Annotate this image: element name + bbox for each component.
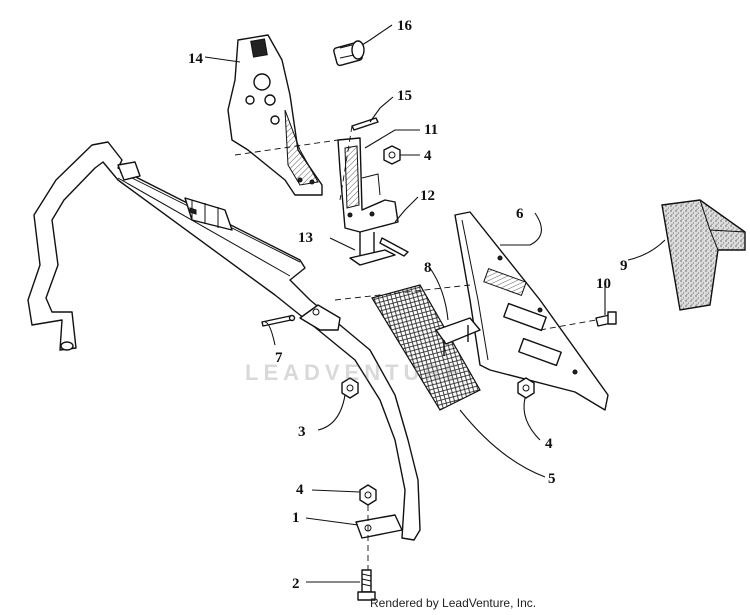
bolt-10 <box>595 311 617 327</box>
callout-3: 3 <box>298 424 306 440</box>
callout-12: 12 <box>420 188 435 204</box>
bolt-2 <box>357 569 376 601</box>
callout-1: 1 <box>292 510 300 526</box>
callout-14: 14 <box>188 51 204 67</box>
nut-4-right <box>517 377 535 399</box>
callout-15: 15 <box>397 88 412 104</box>
nut-4-upper <box>383 145 401 165</box>
mesh-screen-5 <box>371 284 481 411</box>
pin-15 <box>351 117 379 131</box>
footer-credit: Rendered by LeadVenture, Inc. <box>370 596 537 610</box>
handlebar-tube <box>27 141 421 541</box>
knob-16 <box>333 40 365 67</box>
pin-12 <box>379 237 409 257</box>
callout-8: 8 <box>424 260 432 276</box>
bolt-13 <box>349 232 396 266</box>
callout-13: 13 <box>298 230 313 246</box>
callout-4-upper: 4 <box>424 148 432 164</box>
nut-4-lower <box>359 484 377 506</box>
bracket-plate-6 <box>454 211 609 411</box>
callout-4-lower: 4 <box>296 482 304 498</box>
callout-4-right: 4 <box>545 436 553 452</box>
bolt-bracket-8 <box>435 317 481 356</box>
nut-3 <box>341 377 359 399</box>
callout-9: 9 <box>620 258 628 274</box>
pin-7 <box>261 314 296 327</box>
alignment-lines <box>234 125 597 570</box>
bracket-11 <box>337 137 399 233</box>
foam-pad-9 <box>661 199 746 311</box>
callout-2: 2 <box>292 576 300 592</box>
callout-7: 7 <box>275 350 283 366</box>
callout-10: 10 <box>596 276 611 292</box>
leader-lines <box>204 24 666 583</box>
callout-6: 6 <box>516 206 524 222</box>
callout-11: 11 <box>424 122 438 138</box>
clamp-1 <box>355 514 403 539</box>
bracket-plate-14 <box>227 34 323 196</box>
callout-5: 5 <box>548 471 556 487</box>
callout-16: 16 <box>397 18 413 34</box>
watermark: LEADVENTURE <box>245 360 466 385</box>
